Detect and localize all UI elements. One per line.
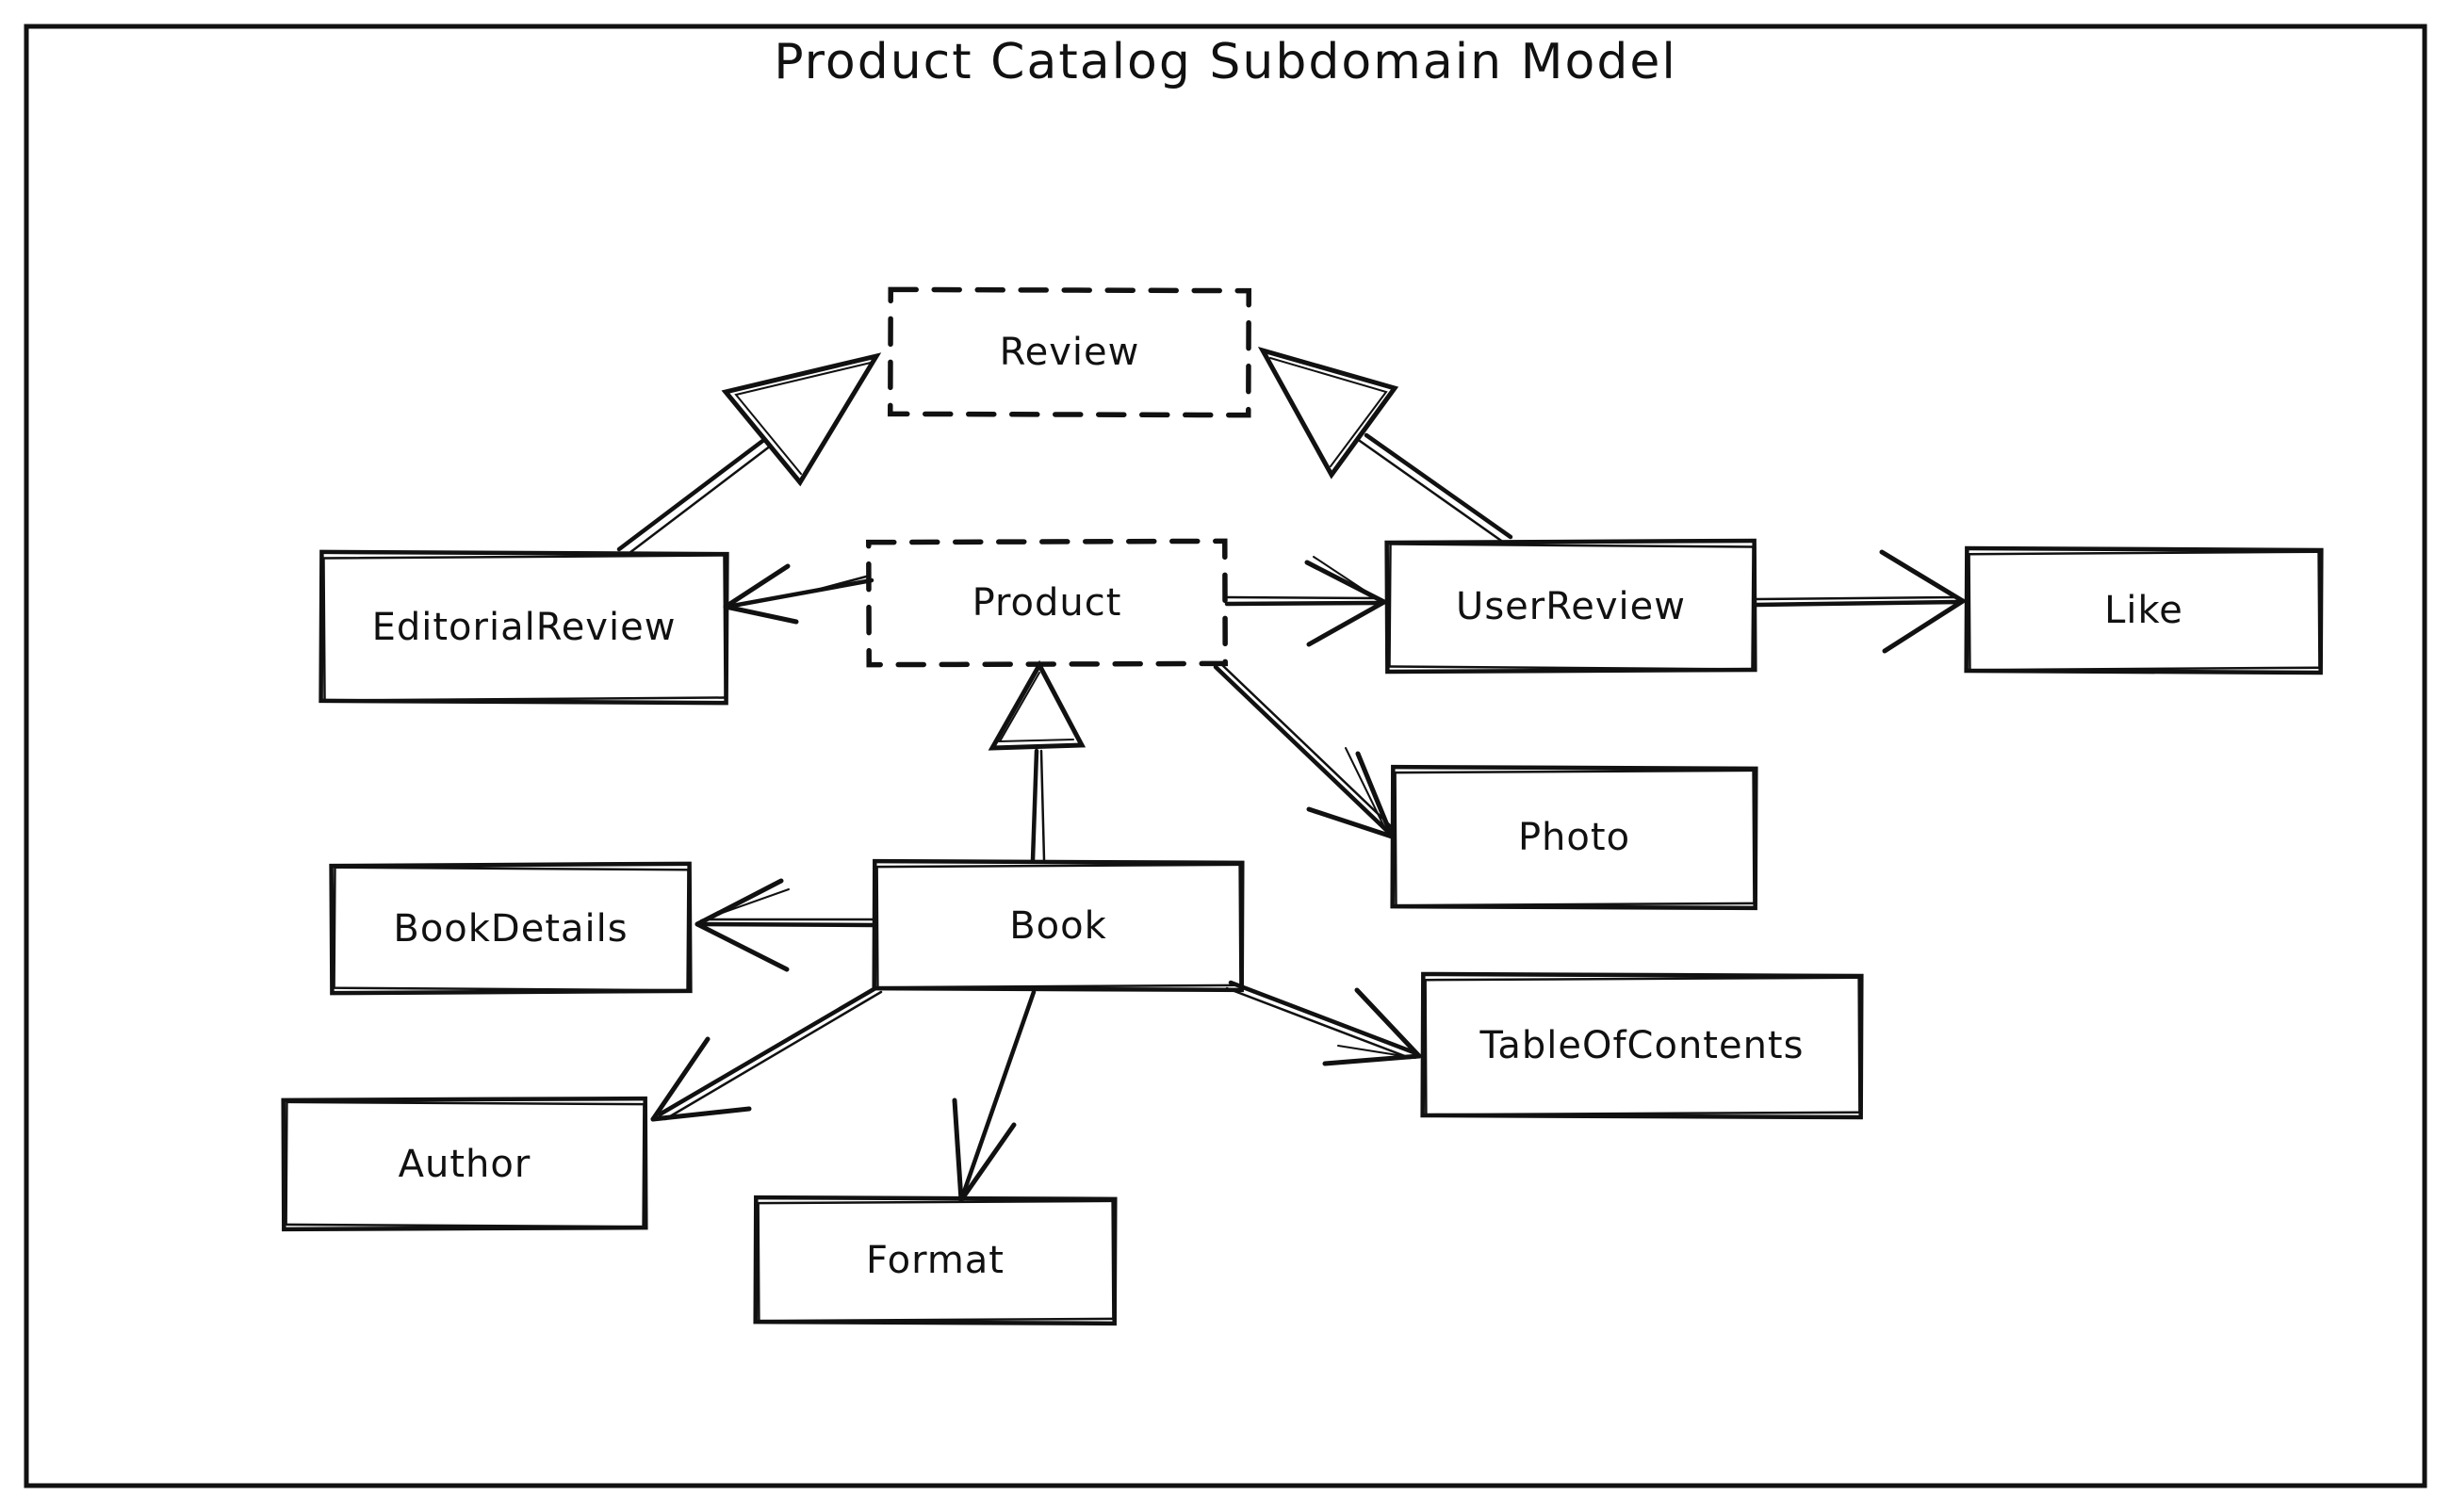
node-label-author: Author [398,1142,531,1186]
node-box-author [281,1096,648,1232]
node-box-book-details [329,861,693,996]
outer-frame [24,24,2427,1488]
node-label-format: Format [866,1239,1005,1282]
node-label-editorial-review: EditorialReview [371,606,677,649]
edge-book-to-bookdetails [694,878,877,972]
node-label-product: Product [972,581,1122,625]
node-box-table-of-contents [1420,971,1864,1120]
edge-editorialreview-to-review-generalization [616,352,882,558]
node-box-product [866,538,1228,668]
node-label-review: Review [999,331,1140,374]
node-label-photo: Photo [1517,816,1631,859]
edge-book-to-author [650,985,883,1122]
edge-book-to-format [952,989,1037,1203]
node-box-review [888,286,1251,418]
node-label-table-of-contents: TableOfContents [1479,1024,1805,1067]
node-label-like: Like [2104,589,2183,632]
node-box-like [1964,545,2324,675]
edge-product-to-photo [1213,661,1395,839]
edge-product-to-userreview [1224,556,1387,647]
node-box-editorial-review [319,549,729,706]
edge-userreview-to-review-generalization [1257,346,1513,545]
edge-book-to-tableofcontents [1225,980,1422,1066]
edge-product-to-editorialreview [723,563,874,625]
edge-book-to-product-generalization [988,659,1087,863]
node-label-book: Book [1009,903,1107,948]
diagram-title: Product Catalog Subdomain Model [774,34,1677,90]
node-box-format [753,1195,1118,1326]
edge-userreview-to-like [1754,549,1966,654]
node-label-user-review: UserReview [1456,584,1686,628]
node-label-book-details: BookDetails [393,906,629,951]
